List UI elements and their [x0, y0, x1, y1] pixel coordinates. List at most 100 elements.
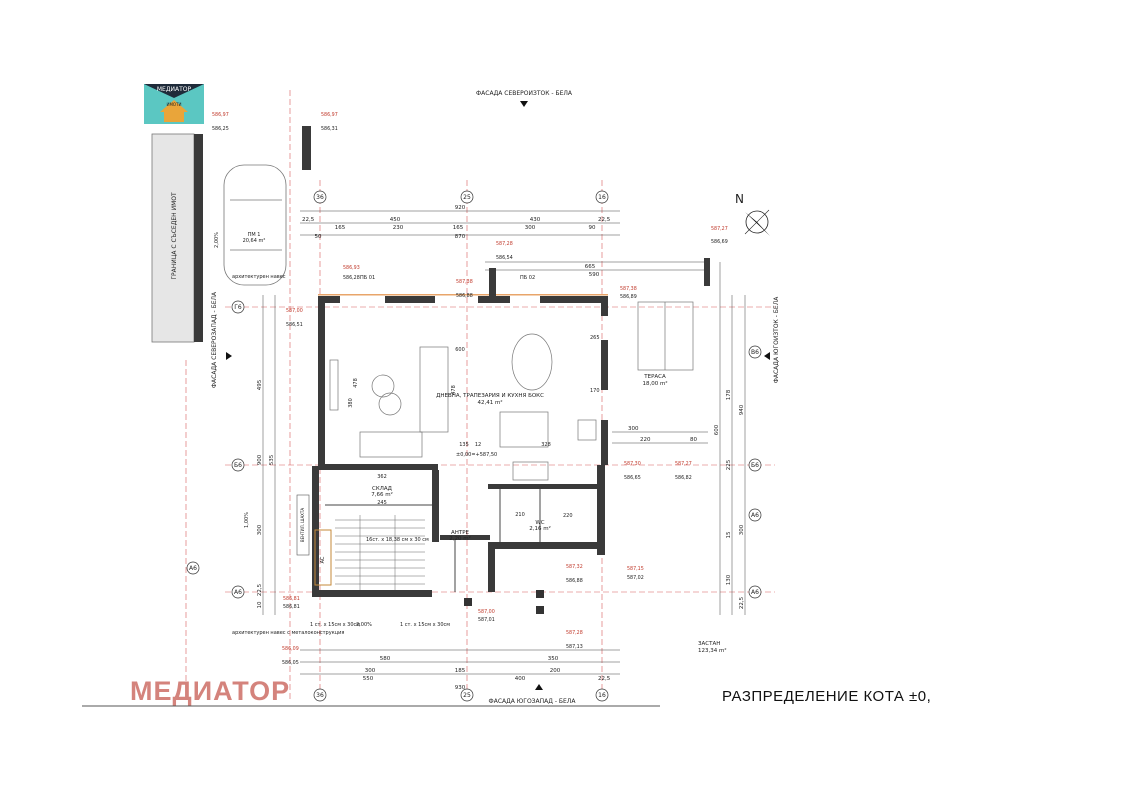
- svg-text:940: 940: [739, 404, 745, 415]
- room-hall-area: 2,20 m²: [449, 535, 471, 542]
- svg-text:22,5: 22,5: [739, 596, 745, 609]
- svg-text:478: 478: [353, 378, 359, 388]
- svg-text:90: 90: [589, 225, 596, 231]
- plan-title: РАЗПРЕДЕЛЕНИЕ КОТА ±0,: [722, 688, 932, 705]
- svg-text:587,28: 587,28: [566, 630, 583, 636]
- note-pe2: ПБ 02: [520, 275, 535, 281]
- note-stairs2: 1 ст. х 15см х 30см: [310, 622, 360, 628]
- svg-text:Б6: Б6: [234, 462, 242, 469]
- svg-text:10: 10: [257, 601, 263, 608]
- facade-right-label: ФАСАДА ЮГОИЗТОК - БЕЛА: [773, 296, 780, 384]
- svg-text:586,31: 586,31: [321, 126, 338, 132]
- svg-text:586,97: 586,97: [212, 112, 229, 118]
- room-terrace-name: ТЕРАСА: [643, 374, 666, 380]
- room-built-area: 123,34 m²: [698, 647, 727, 654]
- svg-text:586,69: 586,69: [711, 239, 728, 245]
- note-stairs3: 1 ст. х 15см х 30см: [400, 622, 450, 628]
- svg-text:22,5: 22,5: [598, 217, 611, 223]
- svg-text:220: 220: [640, 437, 651, 443]
- svg-text:225: 225: [726, 459, 732, 470]
- svg-text:80: 80: [690, 437, 697, 443]
- watermark: МЕДИАТОР: [130, 676, 291, 706]
- svg-text:450: 450: [390, 217, 401, 223]
- dimension-lines: [262, 210, 746, 675]
- svg-text:587,02: 587,02: [627, 575, 644, 581]
- svg-text:665: 665: [585, 264, 596, 270]
- svg-text:380: 380: [348, 398, 354, 408]
- svg-text:586,05: 586,05: [282, 660, 299, 666]
- note-shed-bottom: архитектурен навес с металоконструкция: [232, 630, 344, 636]
- building-walls: [302, 126, 710, 597]
- svg-text:587,28: 587,28: [496, 241, 513, 247]
- dims-left: 900 495 535 300 10 22,5: [257, 379, 275, 608]
- svg-text:245: 245: [377, 500, 387, 506]
- svg-text:165: 165: [335, 225, 346, 231]
- svg-text:16: 16: [598, 692, 606, 699]
- facade-top-label: ФАСАДА СЕВЕРОИЗТОК - БЕЛА: [476, 90, 573, 97]
- svg-text:550: 550: [363, 676, 374, 682]
- svg-text:587,38: 587,38: [620, 286, 637, 292]
- north-arrow-icon: N: [735, 192, 770, 236]
- svg-text:586,93: 586,93: [343, 265, 360, 271]
- svg-text:135: 135: [459, 442, 469, 448]
- svg-text:400: 400: [515, 676, 526, 682]
- room-wc-name: WC: [535, 520, 544, 526]
- svg-text:22,5: 22,5: [598, 676, 611, 682]
- svg-text:300: 300: [739, 524, 745, 535]
- room-wc-area: 2,16 m²: [529, 525, 551, 532]
- svg-text:586,09: 586,09: [282, 646, 299, 652]
- note-pe1: ПБ 01: [360, 275, 375, 281]
- logo-text: МЕДИАТОР: [157, 86, 192, 93]
- svg-text:22,5: 22,5: [257, 583, 263, 596]
- svg-text:586,51: 586,51: [286, 322, 303, 328]
- vent-shaft: [296, 494, 310, 556]
- svg-text:А6: А6: [751, 512, 759, 519]
- svg-text:587,27: 587,27: [675, 461, 692, 467]
- svg-text:300: 300: [257, 524, 263, 535]
- dims-top: 920 22,5 450 430 22,5 165 230 165 300 90…: [302, 205, 611, 278]
- svg-text:В6: В6: [751, 349, 759, 356]
- svg-text:586,81: 586,81: [283, 596, 300, 602]
- svg-text:36: 36: [316, 194, 324, 201]
- svg-text:300: 300: [365, 668, 376, 674]
- svg-text:586,81: 586,81: [283, 604, 300, 610]
- svg-text:А6: А6: [234, 589, 242, 596]
- svg-text:587,38: 587,38: [456, 279, 473, 285]
- svg-text:590: 590: [589, 272, 600, 278]
- car-outline: [223, 164, 287, 286]
- interior-lines: [325, 489, 541, 592]
- furniture: [329, 301, 694, 481]
- note-slope1: 2,00%: [214, 232, 220, 248]
- svg-text:16: 16: [598, 194, 606, 201]
- svg-text:15: 15: [726, 531, 732, 538]
- svg-text:300: 300: [525, 225, 536, 231]
- svg-text:587,15: 587,15: [627, 566, 644, 572]
- room-parking-area: 20,64 m²: [243, 238, 266, 244]
- svg-text:200: 200: [550, 668, 561, 674]
- note-stairs1: 16ст. х 18,38 см х 30 см: [366, 537, 429, 543]
- dims-right: 300 220 80 600 178 940 225 300 15 130 22…: [628, 389, 745, 609]
- note-level: ±0,00=+587,50: [456, 452, 497, 458]
- svg-text:170: 170: [590, 388, 600, 394]
- svg-text:А6: А6: [751, 589, 759, 596]
- svg-text:495: 495: [257, 379, 263, 390]
- svg-text:230: 230: [393, 225, 404, 231]
- svg-text:587,13: 587,13: [566, 644, 583, 650]
- svg-text:586,89: 586,89: [620, 294, 637, 300]
- elevation-marks: 586,97 586,25 586,97 586,31 587,28 586,5…: [212, 112, 728, 666]
- svg-text:430: 430: [530, 217, 541, 223]
- svg-text:586,88: 586,88: [566, 578, 583, 584]
- svg-text:265: 265: [590, 335, 600, 341]
- svg-text:587,01: 587,01: [478, 617, 495, 623]
- stairs: [335, 515, 425, 590]
- svg-text:587,00: 587,00: [286, 308, 303, 314]
- facade-left-label: ФАСАДА СЕВЕРОЗАПАД - БЕЛА: [211, 291, 218, 388]
- svg-text:587,27: 587,27: [711, 226, 728, 232]
- room-living-area: 42,41 m²: [477, 399, 502, 406]
- svg-text:580: 580: [380, 656, 391, 662]
- svg-text:478: 478: [451, 385, 457, 395]
- svg-text:328: 328: [541, 442, 551, 448]
- svg-text:ВЕНТИЛ. ШАХТА: ВЕНТИЛ. ШАХТА: [300, 508, 305, 542]
- room-parking-name: ПМ 1: [248, 232, 261, 238]
